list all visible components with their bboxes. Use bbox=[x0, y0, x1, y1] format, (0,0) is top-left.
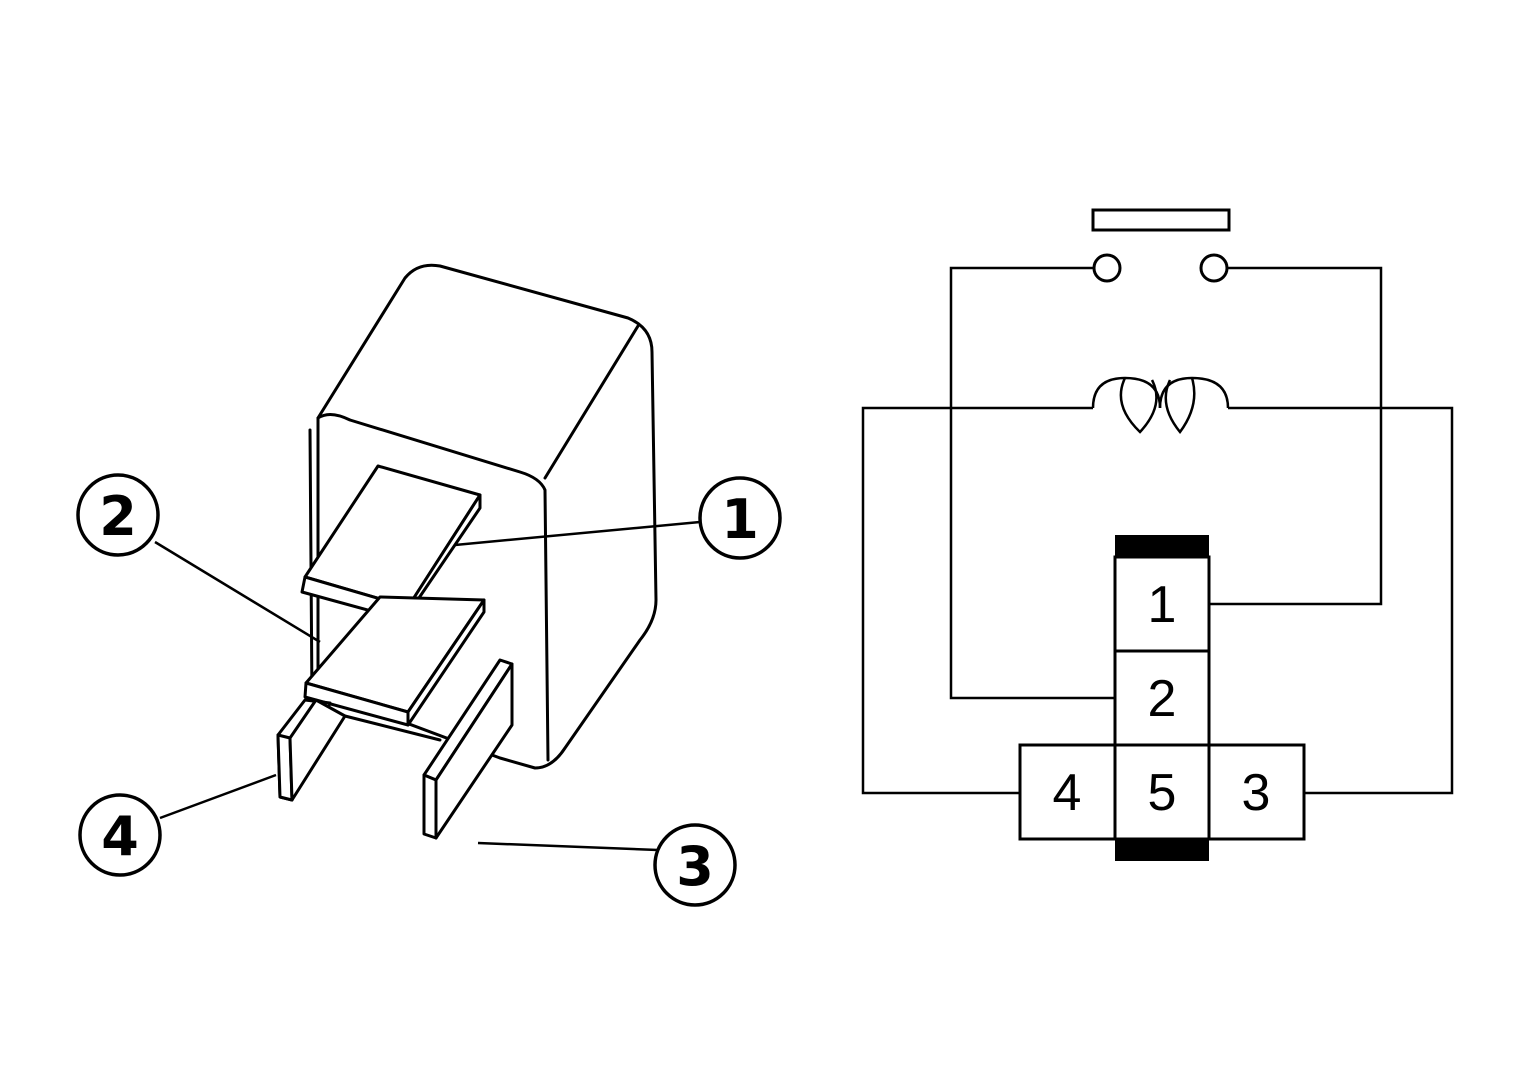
relay-schematic: 1 2 3 4 5 bbox=[861, 208, 1454, 861]
pin-cell-1 bbox=[1113, 555, 1211, 653]
callout-3: 3 bbox=[653, 823, 737, 907]
wire-coil-right bbox=[1228, 406, 1454, 795]
callout-4-label: 4 bbox=[101, 805, 139, 868]
wire-switch-right bbox=[1209, 266, 1383, 606]
pin-cell-2 bbox=[1113, 649, 1211, 747]
leader-line-1 bbox=[454, 520, 701, 547]
callout-3-label: 3 bbox=[676, 835, 714, 898]
pin-label-2: 2 bbox=[1148, 670, 1177, 728]
pin-label-3: 3 bbox=[1242, 764, 1271, 822]
connector-face: 1 2 3 4 5 bbox=[1018, 535, 1306, 861]
relay-housing-edge bbox=[316, 413, 550, 762]
switch-terminal-right bbox=[1199, 253, 1229, 283]
wire-coil-left bbox=[861, 406, 1093, 795]
callout-4: 4 bbox=[78, 793, 162, 877]
leader-line-2 bbox=[154, 540, 321, 644]
coil-symbol bbox=[1091, 376, 1230, 435]
terminal-3-blade bbox=[422, 658, 514, 840]
relay-housing-edge-right bbox=[543, 324, 640, 480]
pin-cell-5 bbox=[1113, 743, 1211, 841]
connector-key-bottom bbox=[1115, 839, 1209, 861]
pin-label-5: 5 bbox=[1148, 764, 1177, 822]
terminal-2-blade bbox=[303, 595, 486, 727]
callout-2-label: 2 bbox=[99, 485, 137, 548]
relay-housing-left-edge bbox=[308, 428, 314, 702]
switch-terminal-left bbox=[1092, 253, 1122, 283]
pin-cell-3 bbox=[1207, 743, 1306, 841]
callout-1-label: 1 bbox=[721, 488, 759, 551]
connector-key-top bbox=[1115, 535, 1209, 557]
callout-1: 1 bbox=[698, 476, 782, 560]
leader-line-3 bbox=[477, 841, 659, 852]
leader-line-4 bbox=[159, 773, 277, 820]
switch-contact-bar bbox=[1091, 208, 1231, 232]
callout-2: 2 bbox=[76, 473, 160, 557]
relay-3d-drawing: 1 2 3 4 bbox=[76, 263, 782, 907]
pin-label-4: 4 bbox=[1053, 764, 1082, 822]
pin-label-1: 1 bbox=[1148, 576, 1177, 634]
wire-switch-left bbox=[949, 266, 1115, 700]
terminal-back-bar bbox=[343, 714, 442, 742]
terminal-4-blade bbox=[276, 698, 347, 802]
